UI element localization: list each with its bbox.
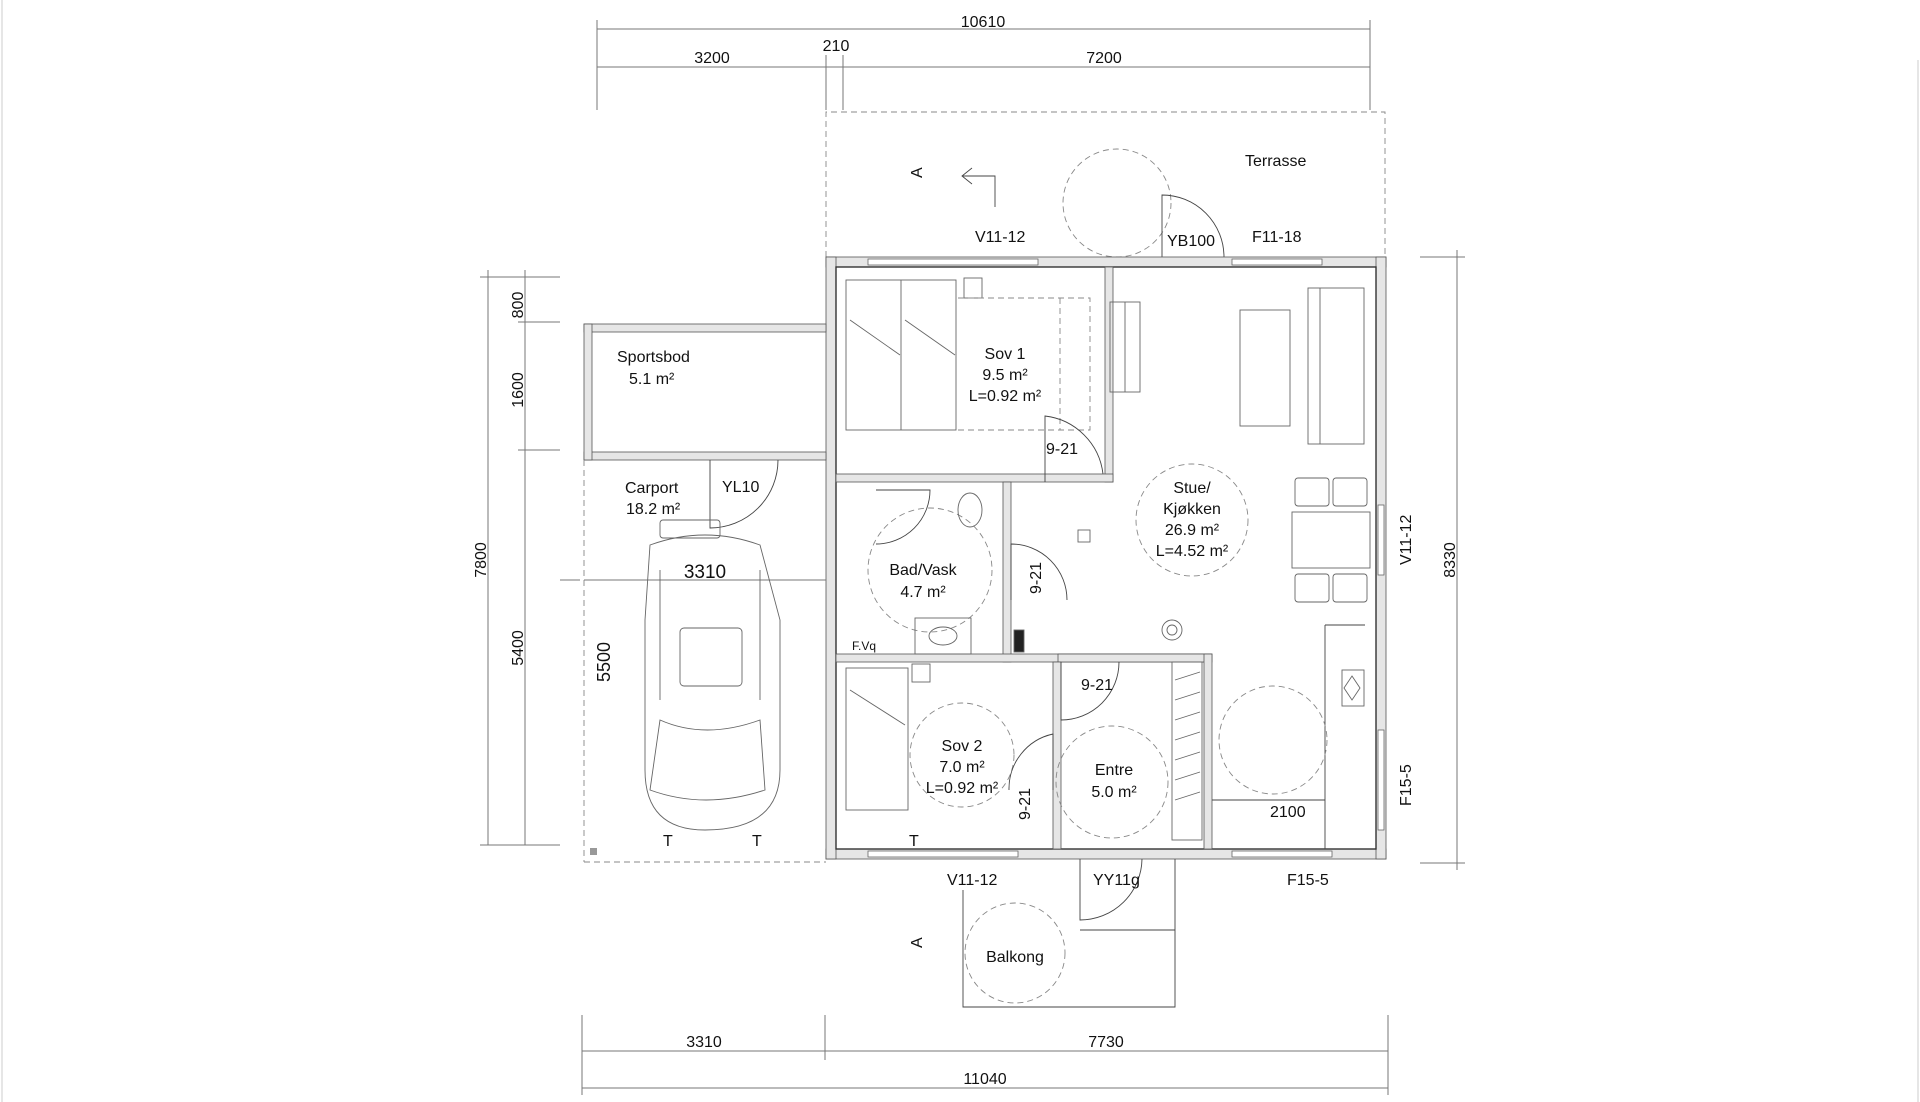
car-icon <box>644 519 781 831</box>
area-bad: 4.7 m² <box>900 584 946 601</box>
left-dimensions: 800 1600 7800 5400 5500 <box>473 270 614 846</box>
label-window-bottom-right: F15-5 <box>1287 872 1329 889</box>
label-door-top: YB100 <box>1167 233 1215 250</box>
label-door-bad: 9-21 <box>1028 562 1045 594</box>
door-swing-bad <box>1010 543 1068 601</box>
entre-furniture <box>1055 661 1203 921</box>
carport-structure: Sportsbod 5.1 m² Carport 18.2 m² YL10 33… <box>583 323 827 863</box>
label-door-carport: YL10 <box>722 479 759 496</box>
dim-inner-2100: 2100 <box>1270 804 1306 821</box>
door-swing-sov2 <box>1008 733 1054 791</box>
marker-t3: T <box>909 833 919 850</box>
panel-icon <box>1077 529 1091 543</box>
stue-furniture <box>1013 287 1371 801</box>
top-dimensions: 10610 3200 210 7200 <box>596 14 1371 110</box>
dim-left-5400: 5400 <box>510 630 527 666</box>
sov2-furniture <box>845 663 1054 811</box>
label-carport: Carport <box>625 480 679 497</box>
area-carport: 18.2 m² <box>626 501 681 518</box>
storage-sov1: L=0.92 m² <box>969 388 1042 405</box>
area-sov1: 9.5 m² <box>982 367 1028 384</box>
dim-left-5500: 5500 <box>594 642 614 682</box>
label-entre: Entre <box>1095 762 1133 779</box>
door-swing-sov1 <box>1044 415 1104 482</box>
label-window-top-left: V11-12 <box>975 229 1026 246</box>
section-arrow-top <box>961 167 996 207</box>
area-sov2: 7.0 m² <box>939 759 985 776</box>
label-door-entre: 9-21 <box>1081 677 1113 694</box>
right-dimensions: 8330 <box>1420 250 1465 870</box>
label-window-bottom-left: V11-12 <box>947 872 998 889</box>
section-marker-bottom: A <box>909 937 926 948</box>
post-marker <box>590 848 597 855</box>
dim-top-total: 10610 <box>961 14 1006 31</box>
door-swing-entre <box>1060 661 1120 721</box>
dim-right-8330: 8330 <box>1442 542 1459 578</box>
door-swing-carport <box>709 459 779 529</box>
marker-fva: F.Vq <box>852 639 876 653</box>
marker-t1: T <box>663 833 673 850</box>
dim-bottom-right: 7730 <box>1088 1034 1124 1051</box>
label-door-sov2: 9-21 <box>1017 788 1034 820</box>
area-stue: 26.9 m² <box>1165 522 1220 539</box>
bottom-dimensions: 3310 7730 11040 <box>581 1015 1389 1095</box>
dim-left-800: 800 <box>510 292 527 319</box>
area-sportsbod: 5.1 m² <box>629 371 675 388</box>
label-sov2: Sov 2 <box>942 738 983 755</box>
dim-bottom-total: 11040 <box>963 1071 1006 1088</box>
dim-left-7800: 7800 <box>473 542 490 578</box>
label-stue-2: Kjøkken <box>1163 501 1221 518</box>
dim-top-mid: 210 <box>823 38 850 55</box>
label-balkong: Balkong <box>986 949 1044 966</box>
dim-top-left: 3200 <box>694 50 730 67</box>
label-terrasse: Terrasse <box>1245 153 1306 170</box>
dim-carport-width: 3310 <box>684 562 726 583</box>
door-swing-front <box>1079 858 1143 921</box>
label-sportsbod: Sportsbod <box>617 349 690 366</box>
sov1-furniture <box>845 277 1104 482</box>
dim-top-right: 7200 <box>1086 50 1122 67</box>
dim-bottom-left: 3310 <box>686 1034 722 1051</box>
storage-stue: L=4.52 m² <box>1156 543 1229 560</box>
dim-left-1600: 1600 <box>510 372 527 408</box>
fire-extinguisher-icon <box>1013 629 1025 653</box>
label-window-right: V11-12 <box>1398 514 1415 565</box>
storage-sov2: L=0.92 m² <box>926 780 999 797</box>
label-door-sov1: 9-21 <box>1046 441 1078 458</box>
marker-t2: T <box>752 833 762 850</box>
bad-furniture <box>867 489 1068 655</box>
label-window-right-lower: F15-5 <box>1398 764 1415 806</box>
label-window-top-right: F11-18 <box>1252 229 1302 246</box>
window-markers <box>867 258 1385 858</box>
label-stue-1: Stue/ <box>1173 480 1211 497</box>
area-entre: 5.0 m² <box>1091 784 1137 801</box>
label-bad: Bad/Vask <box>889 562 957 579</box>
interior-walls <box>835 266 1326 850</box>
section-marker-top: A <box>909 167 926 178</box>
label-sov1: Sov 1 <box>985 346 1026 363</box>
label-door-front: YY11g <box>1093 872 1140 889</box>
balkong-area <box>962 859 1176 1008</box>
